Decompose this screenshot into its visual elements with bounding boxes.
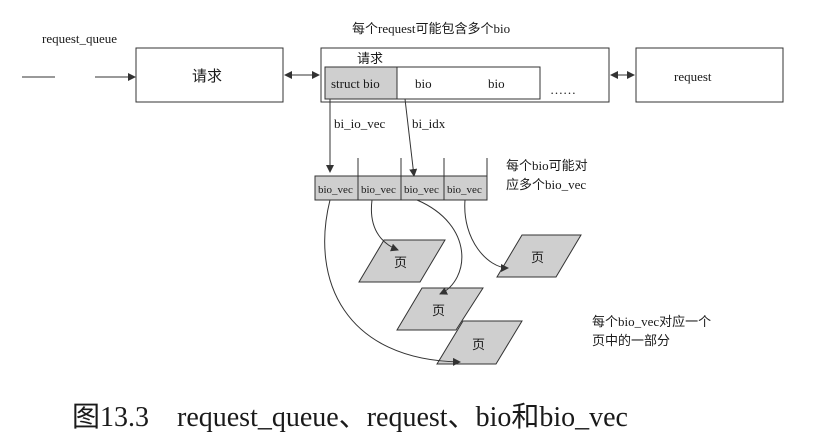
request-right-box [635, 47, 784, 103]
figure-caption: 图13.3 request_queue、request、bio和bio_vec [72, 401, 628, 433]
struct-bio-cell [324, 66, 398, 100]
bio-vec-label: bio_vec [404, 184, 439, 196]
vec-to-page-4 [324, 199, 461, 366]
page-2 [496, 234, 582, 278]
bio-vec-cell [357, 175, 402, 201]
bi-io-vec-label: bi_io_vec [334, 116, 385, 131]
vec-to-page-3 [416, 199, 463, 295]
page-1 [358, 239, 446, 283]
request-queue-label: request_queue [42, 31, 117, 46]
page-label: 页 [472, 337, 485, 352]
page-3 [396, 287, 484, 331]
page-note-line1: 每个bio_vec对应一个 [592, 314, 711, 329]
bi-idx-label: bi_idx [412, 116, 446, 131]
request-box [135, 47, 284, 103]
bio-vec-note-line2: 应多个bio_vec [506, 177, 586, 192]
ellipsis: …… [550, 82, 576, 97]
page-label: 页 [432, 303, 445, 318]
request-inner-label: 请求 [357, 51, 383, 66]
struct-bio-label: struct bio [331, 76, 380, 91]
bio-list-cell [396, 66, 541, 100]
page-4 [436, 320, 523, 365]
top-annotation: 每个request可能包含多个bio [352, 21, 510, 36]
request-box-label: 请求 [192, 68, 222, 85]
bio-label-2: bio [488, 76, 505, 91]
bio-vec-label: bio_vec [361, 184, 396, 196]
bio-label-1: bio [415, 76, 432, 91]
bio-vec-array: bio_vec bio_vec bio_vec bio_vec [314, 158, 488, 201]
bi-idx-pointer [404, 98, 418, 177]
page-label: 页 [531, 250, 544, 265]
vec-to-page-2 [464, 199, 509, 272]
page-label: 页 [394, 255, 407, 270]
page-note-line2: 页中的一部分 [592, 333, 670, 348]
vec-to-page-1 [370, 199, 399, 252]
bio-vec-label: bio_vec [447, 184, 482, 196]
bio-vec-note-line1: 每个bio可能对 [506, 158, 588, 173]
bio-vec-label: bio_vec [318, 184, 353, 196]
request-right-label: request [674, 69, 712, 84]
